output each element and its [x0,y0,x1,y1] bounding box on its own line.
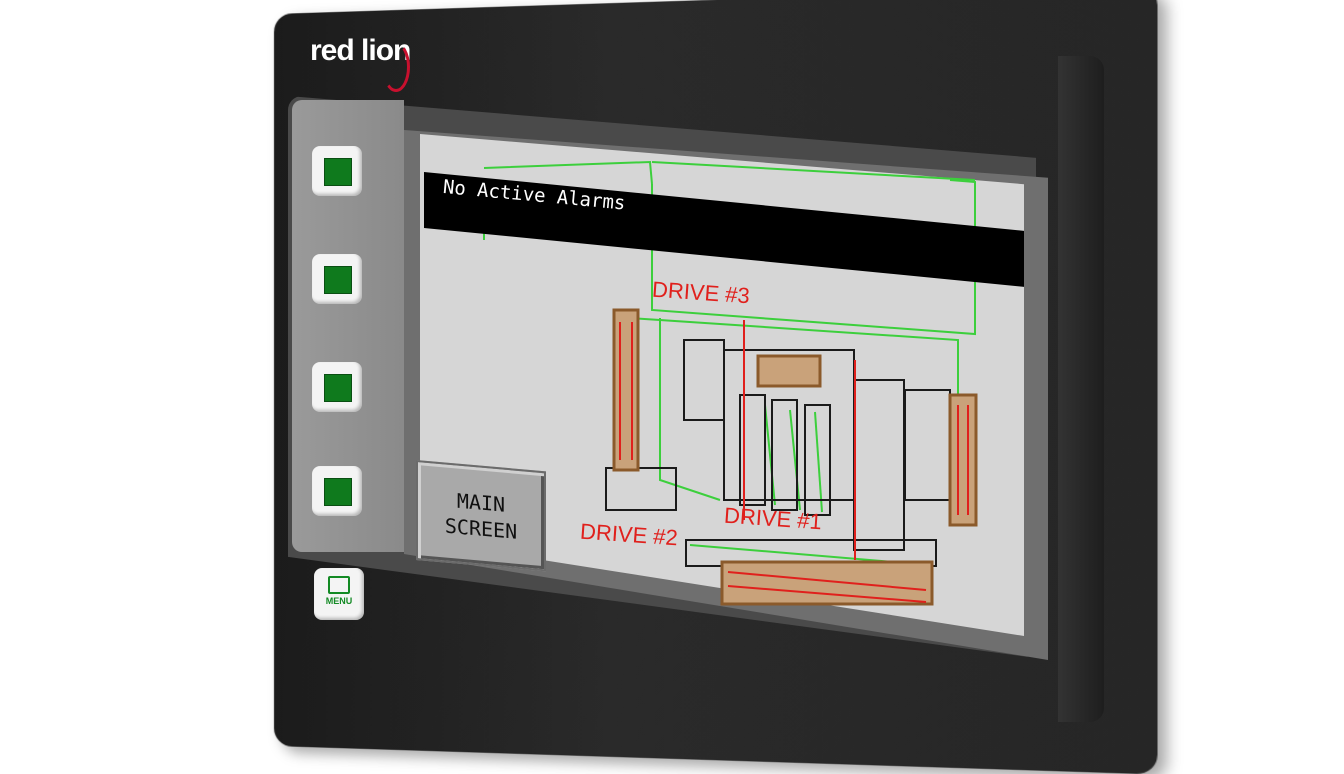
machine-outline [605,467,677,511]
soft-key-2[interactable] [312,254,362,304]
conduit-line [483,160,653,185]
conduit-line [629,317,959,520]
conduit-line [814,411,823,513]
led-icon [324,478,352,506]
drive-rail [727,571,927,591]
led-icon [324,158,352,186]
soft-key-3[interactable] [312,362,362,412]
machine-outline [683,339,725,421]
machine-outline [853,379,905,551]
menu-button-label: MENU [325,596,353,606]
brand-logo-mark [382,42,410,92]
led-icon [324,266,352,294]
machine-outline [904,389,951,501]
soft-key-4[interactable] [312,466,362,516]
machine-outline [739,394,766,506]
drive-rail [727,585,927,603]
hmi-device-side [1058,56,1104,722]
machine-outline [804,404,831,516]
drive-conveyor [756,354,822,388]
drive-conveyor [720,560,934,606]
machine-outline [771,399,798,511]
menu-button[interactable]: MENU [314,568,364,620]
menu-icon [328,576,350,594]
conduit-line [764,404,776,506]
conduit-line [659,318,721,501]
drive-conveyor [612,308,640,472]
main-screen-button[interactable]: MAIN SCREEN [416,460,546,572]
conduit-line [789,409,801,511]
drive-conveyor [948,393,978,527]
conduit-line [651,179,976,336]
led-icon [324,374,352,402]
conduit-line [651,161,976,181]
soft-key-1[interactable] [312,146,362,196]
